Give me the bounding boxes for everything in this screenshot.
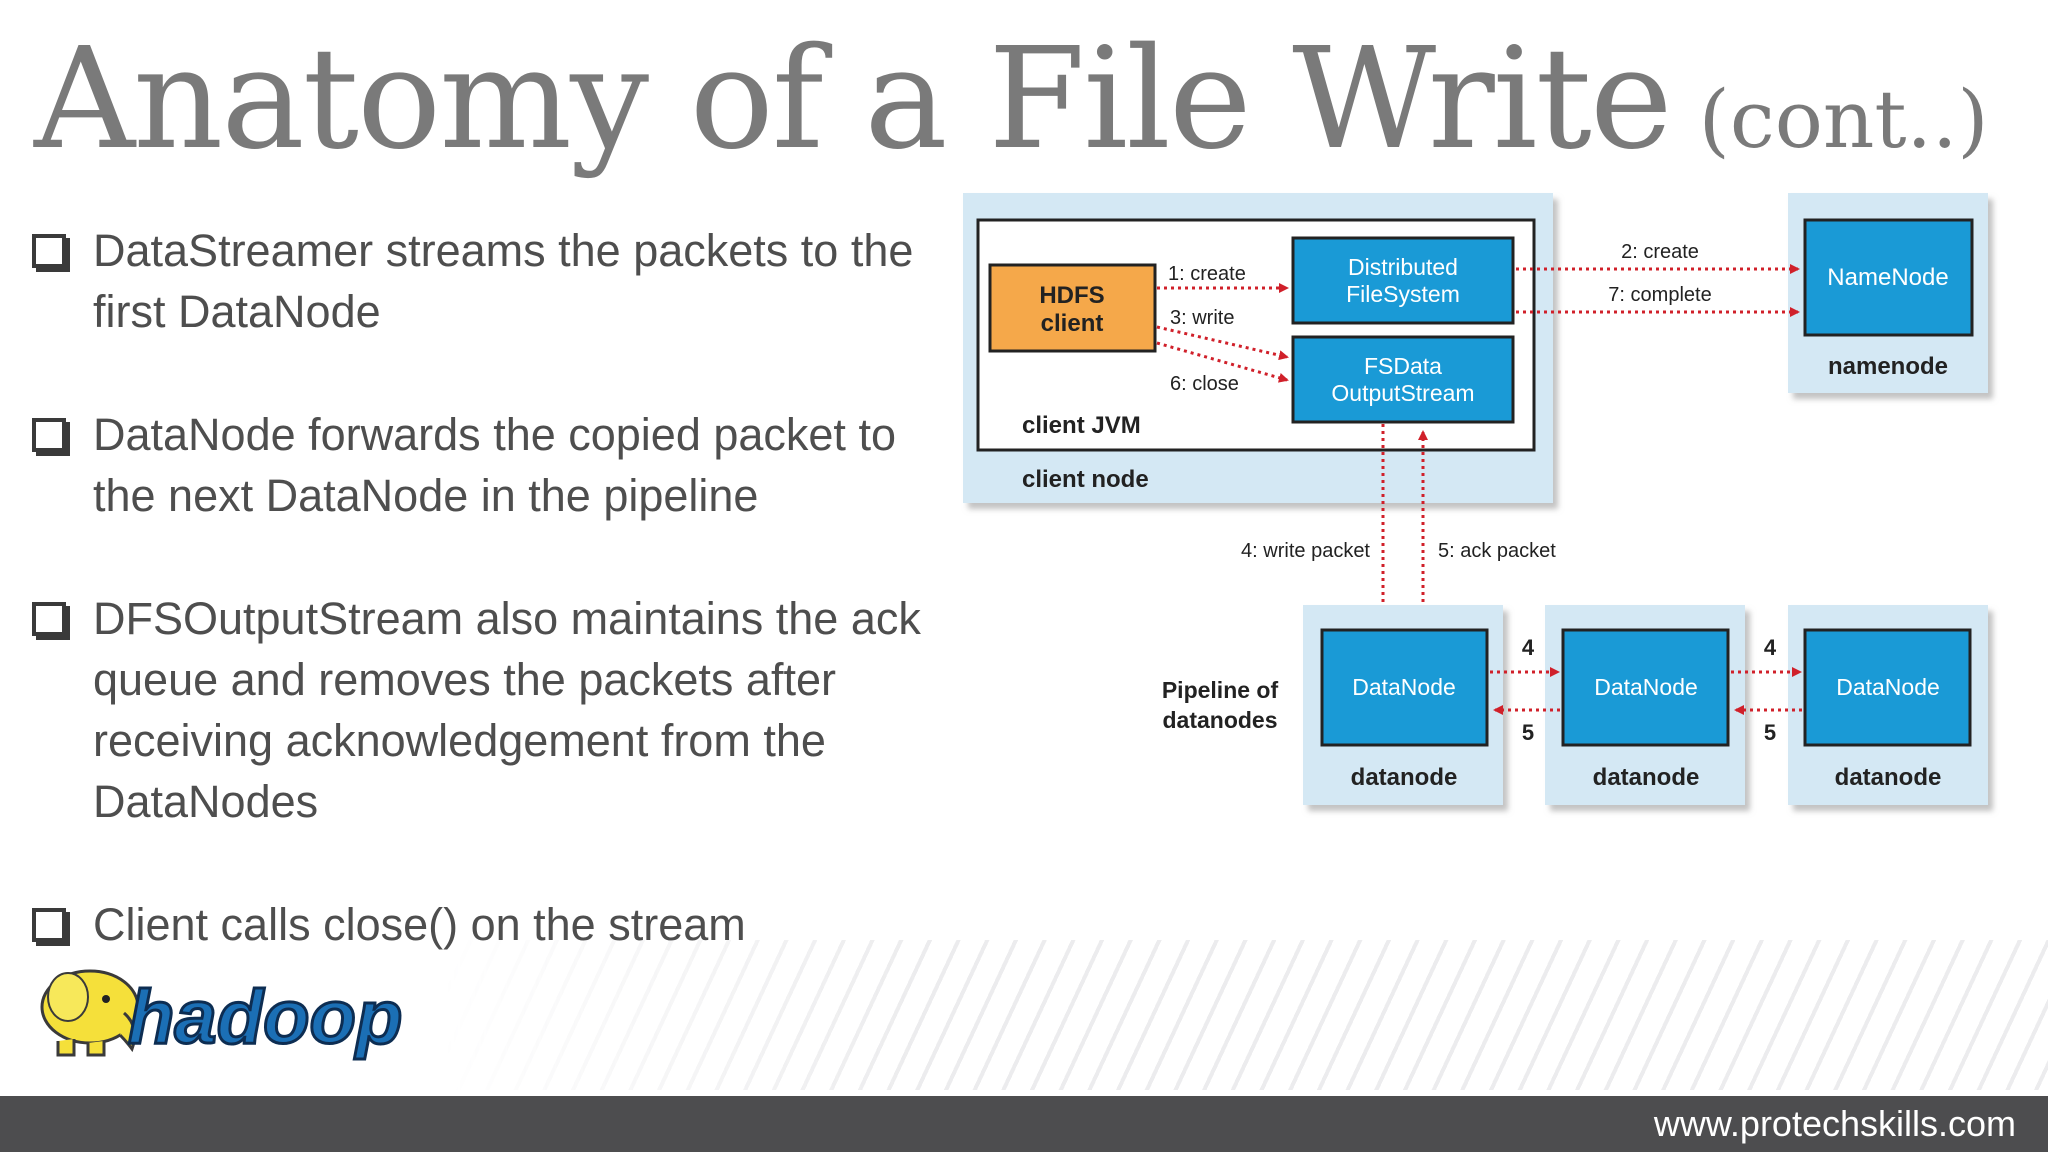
checkbox-bullet-icon: [32, 234, 66, 268]
hdfs-client-line1: HDFS: [1039, 282, 1104, 309]
namenode-arrows: [1516, 264, 1800, 317]
label-5: 5: [1764, 720, 1776, 745]
distributed-filesystem-box: Distributed FileSystem: [1291, 236, 1515, 325]
checkbox-bullet-icon: [32, 602, 66, 636]
hadoop-logo: hadoop: [40, 969, 404, 1062]
datanode-label: datanode: [1835, 764, 1942, 791]
datanode-box-label: DataNode: [1352, 674, 1456, 700]
label-4: 4: [1522, 635, 1535, 660]
namenode-box-label: NameNode: [1827, 264, 1948, 291]
hdfs-write-diagram: client JVM client node HDFS client Distr…: [963, 193, 1988, 805]
client-node-label: client node: [1022, 466, 1149, 493]
label-close: 6: close: [1170, 373, 1239, 395]
fsdata-line2: OutputStream: [1331, 380, 1474, 406]
bullet-text: DataNode forwards the copied packet to t…: [93, 409, 896, 521]
fsdata-line1: FSData: [1364, 353, 1442, 379]
namenode-panel: NameNode namenode: [1788, 193, 1988, 393]
pipeline-label-line2: datanodes: [1162, 707, 1277, 733]
label-complete: 7: complete: [1608, 284, 1711, 306]
footer-bar: www.protechskills.com: [0, 1096, 2048, 1152]
client-jvm-label: client JVM: [1022, 412, 1141, 439]
hdfs-client-box: HDFS client: [988, 263, 1157, 353]
label-write: 3: write: [1170, 307, 1234, 329]
pipeline-arrows: [1490, 667, 1802, 715]
label-5: 5: [1522, 720, 1534, 745]
elephant-icon: [40, 969, 140, 1057]
datanode-label: datanode: [1351, 764, 1458, 791]
dfs-line2: FileSystem: [1346, 281, 1460, 307]
decorative-dot-pattern: [440, 940, 2048, 1090]
fsdata-outputstream-box: FSData OutputStream: [1291, 335, 1515, 424]
label-4: 4: [1764, 635, 1777, 660]
client-arrows: [1156, 283, 1289, 383]
dfs-line1: Distributed: [1348, 254, 1458, 280]
label-ack-packet: 5: ack packet: [1438, 540, 1556, 562]
checkbox-bullet-icon: [32, 418, 66, 452]
label-write-packet: 4: write packet: [1241, 540, 1370, 562]
footer-url[interactable]: www.protechskills.com: [1653, 1103, 2016, 1144]
datanode-label: datanode: [1593, 764, 1700, 791]
slide-title: Anatomy of a File Write (cont..): [34, 18, 1989, 181]
datanode-box-label: DataNode: [1594, 674, 1698, 700]
datanode-panel: DataNode datanode: [1788, 605, 1988, 805]
packet-arrows: [1378, 424, 1428, 622]
datanode-panel: DataNode datanode: [1545, 605, 1745, 805]
label-create: 1: create: [1168, 263, 1246, 285]
pipeline-label-line1: Pipeline of: [1162, 677, 1279, 703]
bullet-text: Client calls close() on the stream: [93, 899, 746, 950]
bullet-text: DataStreamer streams the packets to the …: [93, 225, 914, 337]
title-main: Anatomy of a File Write: [34, 18, 1673, 181]
title-suffix: (cont..): [1698, 73, 1989, 166]
logo-text: hadoop: [128, 975, 402, 1060]
bullet-text: DFSOutputStream also maintains the ack q…: [93, 593, 921, 827]
datanode-box-label: DataNode: [1836, 674, 1940, 700]
hdfs-client-line2: client: [1041, 310, 1104, 337]
namenode-label: namenode: [1828, 353, 1948, 380]
datanode-panel: DataNode datanode: [1303, 605, 1503, 805]
label-nn-create: 2: create: [1621, 241, 1699, 263]
arrow-close: [1156, 341, 1289, 383]
arrow-write: [1156, 325, 1289, 361]
checkbox-bullet-icon: [32, 908, 66, 942]
